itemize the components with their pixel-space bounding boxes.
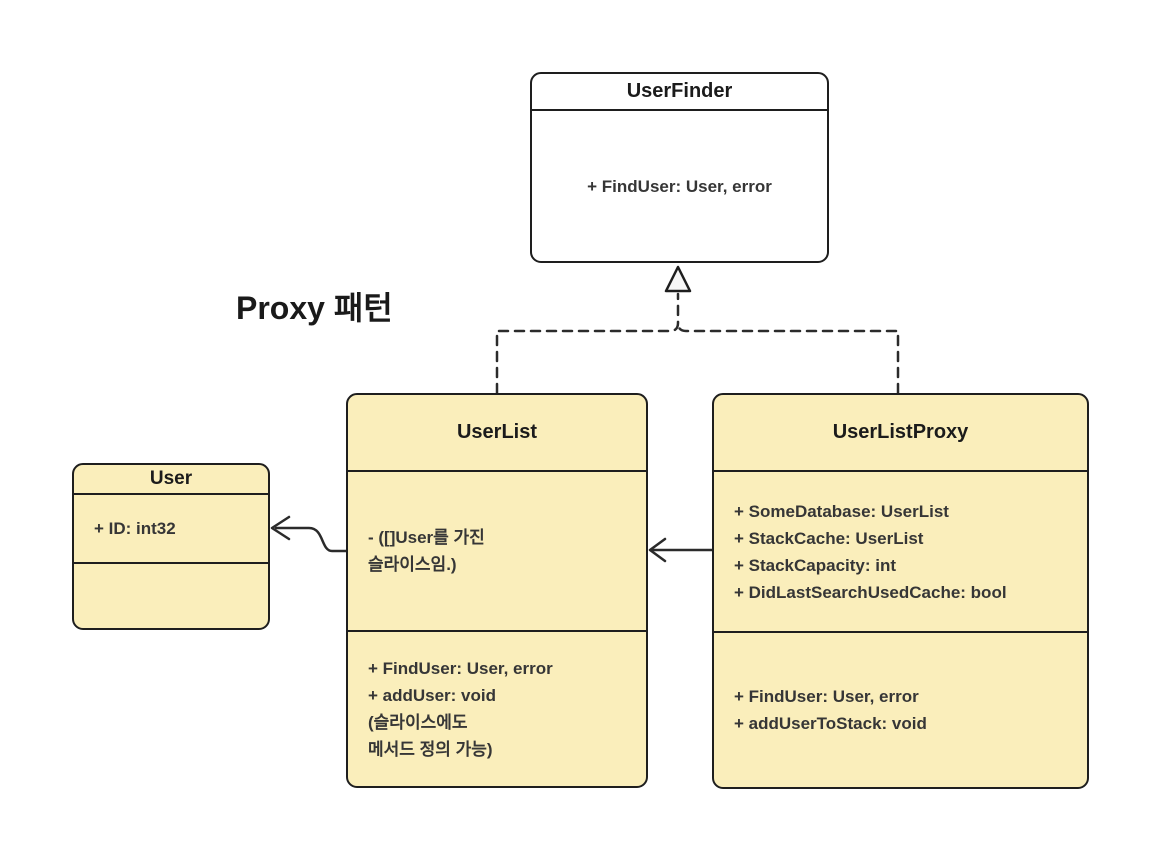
class-title-userlistproxy: UserListProxy xyxy=(832,421,969,443)
hollow-triangle-icon xyxy=(664,265,692,293)
association-arrow-proxy-to-userlist xyxy=(648,537,714,563)
method-line: + FindUser: User, error xyxy=(587,176,772,196)
method-line: + FindUser: User, error xyxy=(734,687,919,706)
realization-edge-userlist xyxy=(495,292,680,395)
class-methods-userfinder: + FindUser: User, error xyxy=(532,109,827,261)
class-box-userlistproxy: UserListProxy + SomeDatabase: UserList +… xyxy=(712,393,1089,789)
class-methods-userlist: + FindUser: User, error + addUser: void … xyxy=(348,630,646,786)
class-methods-userlistproxy: + FindUser: User, error + addUserToStack… xyxy=(714,631,1087,787)
association-arrow-userlist-to-user xyxy=(270,515,348,553)
method-line: + addUser: void xyxy=(368,686,497,705)
method-line: + FindUser: User, error xyxy=(368,659,553,678)
diagram-title: Proxy 패턴 xyxy=(236,290,393,326)
class-title-userlist: UserList xyxy=(456,421,538,443)
class-box-user: User + ID: int32 xyxy=(72,463,270,630)
class-methods-user xyxy=(74,562,268,628)
attribute-line: - ([]User를 가진 xyxy=(368,528,485,547)
attribute-line: + StackCache: UserList xyxy=(734,528,924,548)
attribute-line: + StackCapacity: int xyxy=(734,555,897,575)
class-title-userfinder: UserFinder xyxy=(626,80,733,102)
method-line: 메서드 정의 가능) xyxy=(368,740,493,759)
class-attributes-userlistproxy: + SomeDatabase: UserList + StackCache: U… xyxy=(714,470,1087,631)
attribute-line: + ID: int32 xyxy=(94,519,176,538)
attribute-line: + DidLastSearchUsedCache: bool xyxy=(734,582,1007,602)
method-line: + addUserToStack: void xyxy=(734,714,927,733)
method-line: (슬라이스에도 xyxy=(368,713,468,732)
class-attributes-userlist: - ([]User를 가진 슬라이스임.) xyxy=(348,470,646,630)
attribute-line: 슬라이스임.) xyxy=(368,555,457,574)
open-arrowhead-icon xyxy=(270,515,291,541)
open-arrowhead-icon xyxy=(648,537,667,563)
attribute-line: + SomeDatabase: UserList xyxy=(734,501,949,521)
class-box-userlist: UserList - ([]User를 가진 슬라이스임.) + FindUse… xyxy=(346,393,648,788)
realization-edge-userlistproxy xyxy=(676,321,900,395)
class-attributes-user: + ID: int32 xyxy=(74,493,268,562)
class-box-userfinder: UserFinder + FindUser: User, error xyxy=(530,72,829,263)
class-title-user: User xyxy=(149,468,193,489)
